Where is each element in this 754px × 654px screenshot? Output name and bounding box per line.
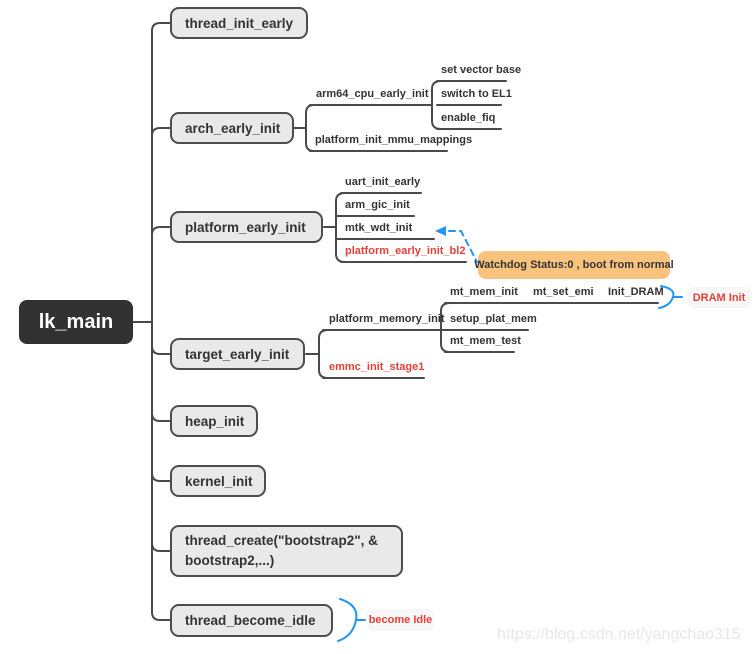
node-platform-memory-init[interactable]: platform_memory_init bbox=[329, 313, 445, 325]
node-switch-to-el1[interactable]: switch to EL1 bbox=[441, 88, 512, 100]
node-enable-fiq[interactable]: enable_fiq bbox=[441, 112, 496, 124]
node-thread-create-bootstrap2[interactable]: thread_create("bootstrap2", & bootstrap2… bbox=[170, 525, 403, 577]
callout-watchdog-status: Watchdog Status:0 , boot from normal bbox=[474, 251, 674, 279]
arrowhead-icon bbox=[435, 226, 446, 236]
node-set-vector-base[interactable]: set vector base bbox=[441, 64, 522, 76]
watermark-url: https://blog.csdn.net/yangchao315 bbox=[497, 626, 741, 643]
node-kernel-init[interactable]: kernel_init bbox=[170, 465, 266, 497]
node-mtk-wdt-init[interactable]: mtk_wdt_init bbox=[345, 222, 413, 234]
callout-dram-init: DRAM Init bbox=[687, 287, 751, 308]
node-mt-set-emi[interactable]: mt_set_emi bbox=[533, 286, 594, 298]
node-arm64-cpu-early-init[interactable]: arm64_cpu_early_init bbox=[316, 88, 429, 100]
node-heap-init[interactable]: heap_init bbox=[170, 405, 258, 437]
node-mt-mem-init[interactable]: mt_mem_init bbox=[450, 286, 518, 298]
node-platform-early-init[interactable]: platform_early_init bbox=[170, 211, 323, 243]
node-arm-gic-init[interactable]: arm_gic_init bbox=[345, 199, 410, 211]
node-emmc-init-stage1[interactable]: emmc_init_stage1 bbox=[329, 361, 425, 373]
trunk-connectors bbox=[132, 22, 172, 621]
node-uart-init-early[interactable]: uart_init_early bbox=[345, 176, 421, 188]
node-mt-mem-test[interactable]: mt_mem_test bbox=[450, 335, 521, 347]
node-platform-init-mmu-mappings[interactable]: platform_init_mmu_mappings bbox=[315, 134, 473, 146]
node-init-dram[interactable]: Init_DRAM bbox=[608, 286, 664, 298]
node-thread-init-early[interactable]: thread_init_early bbox=[170, 7, 308, 39]
node-thread-become-idle[interactable]: thread_become_idle bbox=[170, 604, 333, 637]
root-node-lk-main[interactable]: lk_main bbox=[19, 300, 133, 344]
node-setup-plat-mem[interactable]: setup_plat_mem bbox=[450, 313, 537, 325]
node-arch-early-init[interactable]: arch_early_init bbox=[170, 112, 294, 144]
become-idle-brace-icon bbox=[337, 598, 366, 642]
node-platform-early-init-bl2[interactable]: platform_early_init_bl2 bbox=[345, 245, 466, 257]
callout-become-idle: become Idle bbox=[367, 609, 434, 631]
node-target-early-init[interactable]: target_early_init bbox=[170, 338, 305, 370]
